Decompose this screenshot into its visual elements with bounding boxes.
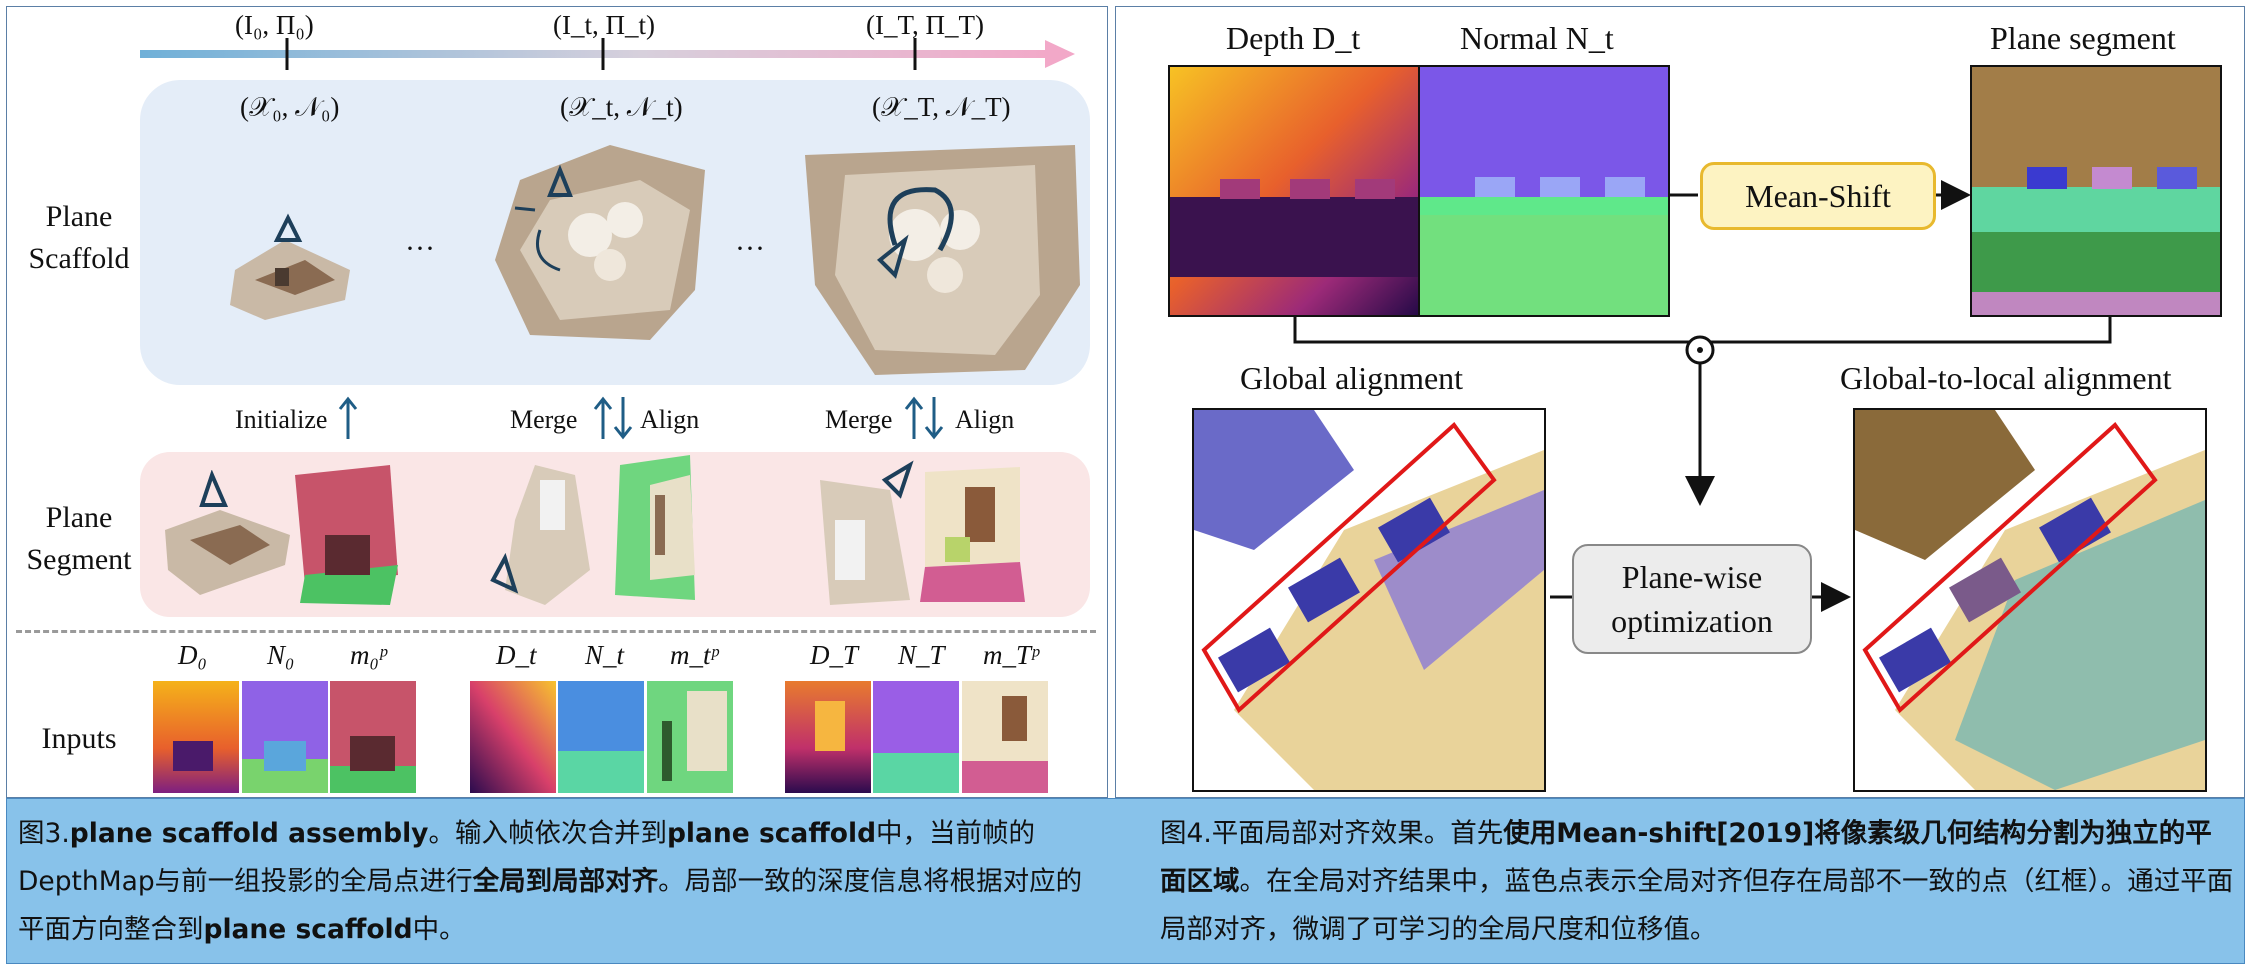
segment-image-0a	[165, 470, 290, 595]
input-depth-t	[470, 681, 556, 793]
input-label-DT: D_T	[810, 640, 859, 670]
right-panel	[1115, 6, 2245, 798]
merge-label-2: Merge	[825, 405, 893, 434]
depth-label: Depth D_t	[1226, 20, 1361, 56]
scaffold-image-0	[230, 213, 350, 320]
initialize-label: Initialize	[235, 405, 328, 434]
row-label-plane-segment: Plane Segment	[26, 501, 132, 576]
ellipsis-2: ···	[735, 232, 765, 265]
merge-label-1: Merge	[510, 405, 578, 434]
g2l-alignment-image	[1853, 408, 2207, 792]
normal-image	[1418, 65, 1670, 317]
align-label-2: Align	[955, 405, 1015, 434]
timeline-arrow	[140, 38, 1075, 70]
flow-connectors	[1293, 180, 2112, 612]
row-label-inputs: Inputs	[41, 722, 117, 755]
scaffold-image-t	[495, 145, 705, 340]
global-alignment-image	[1192, 408, 1546, 792]
segment-image-tb	[615, 455, 695, 600]
input-label-Dt: D_t	[496, 640, 537, 670]
input-label-NT: N_T	[898, 640, 945, 670]
mean-shift-box: Mean-Shift	[1700, 162, 1936, 230]
plane-wise-optimization-box: Plane-wise optimization	[1572, 544, 1812, 654]
input-mask-T	[962, 681, 1048, 793]
input-mask-t	[647, 681, 733, 793]
left-panel	[6, 6, 1108, 798]
g2l-alignment-label: Global-to-local alignment	[1840, 360, 2172, 396]
input-depth-0	[153, 681, 239, 793]
scaffold-state-0: (𝒳₀, 𝒩₀)	[240, 92, 340, 122]
up-arrow-icon	[338, 396, 358, 439]
input-label-Nt: N_t	[585, 640, 625, 670]
timeline-label-t: (I_t, Π_t)	[553, 10, 655, 40]
merge-align-arrows-icon	[904, 396, 944, 440]
caption-left: 图3.plane scaffold assembly。输入帧依次合并到plane…	[18, 818, 1083, 945]
normal-label: Normal N_t	[1460, 20, 1614, 56]
row-label-plane-scaffold: Plane Scaffold	[28, 200, 130, 275]
segment-image-Tb	[920, 467, 1025, 602]
segment-image-Ta	[820, 460, 914, 605]
input-mask-0	[330, 681, 416, 793]
input-label-mT: m_Tᵖ	[983, 640, 1039, 670]
input-label-N0: N₀	[267, 640, 295, 670]
timeline-label-T: (I_T, Π_T)	[866, 10, 984, 40]
plane-segment-label: Plane segment	[1990, 20, 2176, 56]
global-alignment-label: Global alignment	[1240, 360, 1464, 396]
input-label-m0: m₀ᵖ	[350, 640, 387, 670]
segment-image-0b	[295, 465, 398, 605]
input-normal-t	[558, 681, 644, 793]
input-normal-0	[242, 681, 328, 793]
input-normal-T	[873, 681, 959, 793]
scaffold-state-T: (𝒳_T, 𝒩_T)	[872, 92, 1011, 122]
segment-image-ta	[490, 465, 590, 605]
plane-segment-image	[1970, 65, 2222, 317]
input-label-mt: m_tᵖ	[670, 640, 719, 670]
inputs-divider	[16, 630, 1096, 633]
input-depth-T	[785, 681, 871, 793]
timeline-label-0: (I₀, Π₀)	[235, 10, 314, 40]
scaffold-state-t: (𝒳_t, 𝒩_t)	[560, 92, 683, 122]
input-label-D0: D₀	[178, 640, 207, 670]
caption-bar	[6, 798, 2245, 964]
merge-align-arrows-icon	[593, 396, 633, 440]
caption-right: 图4.平面局部对齐效果。首先使用Mean-shift[2019]将像素级几何结构…	[1160, 818, 2234, 945]
align-label-1: Align	[640, 405, 700, 434]
scaffold-image-T	[805, 145, 1080, 375]
ellipsis-1: ···	[405, 232, 435, 265]
